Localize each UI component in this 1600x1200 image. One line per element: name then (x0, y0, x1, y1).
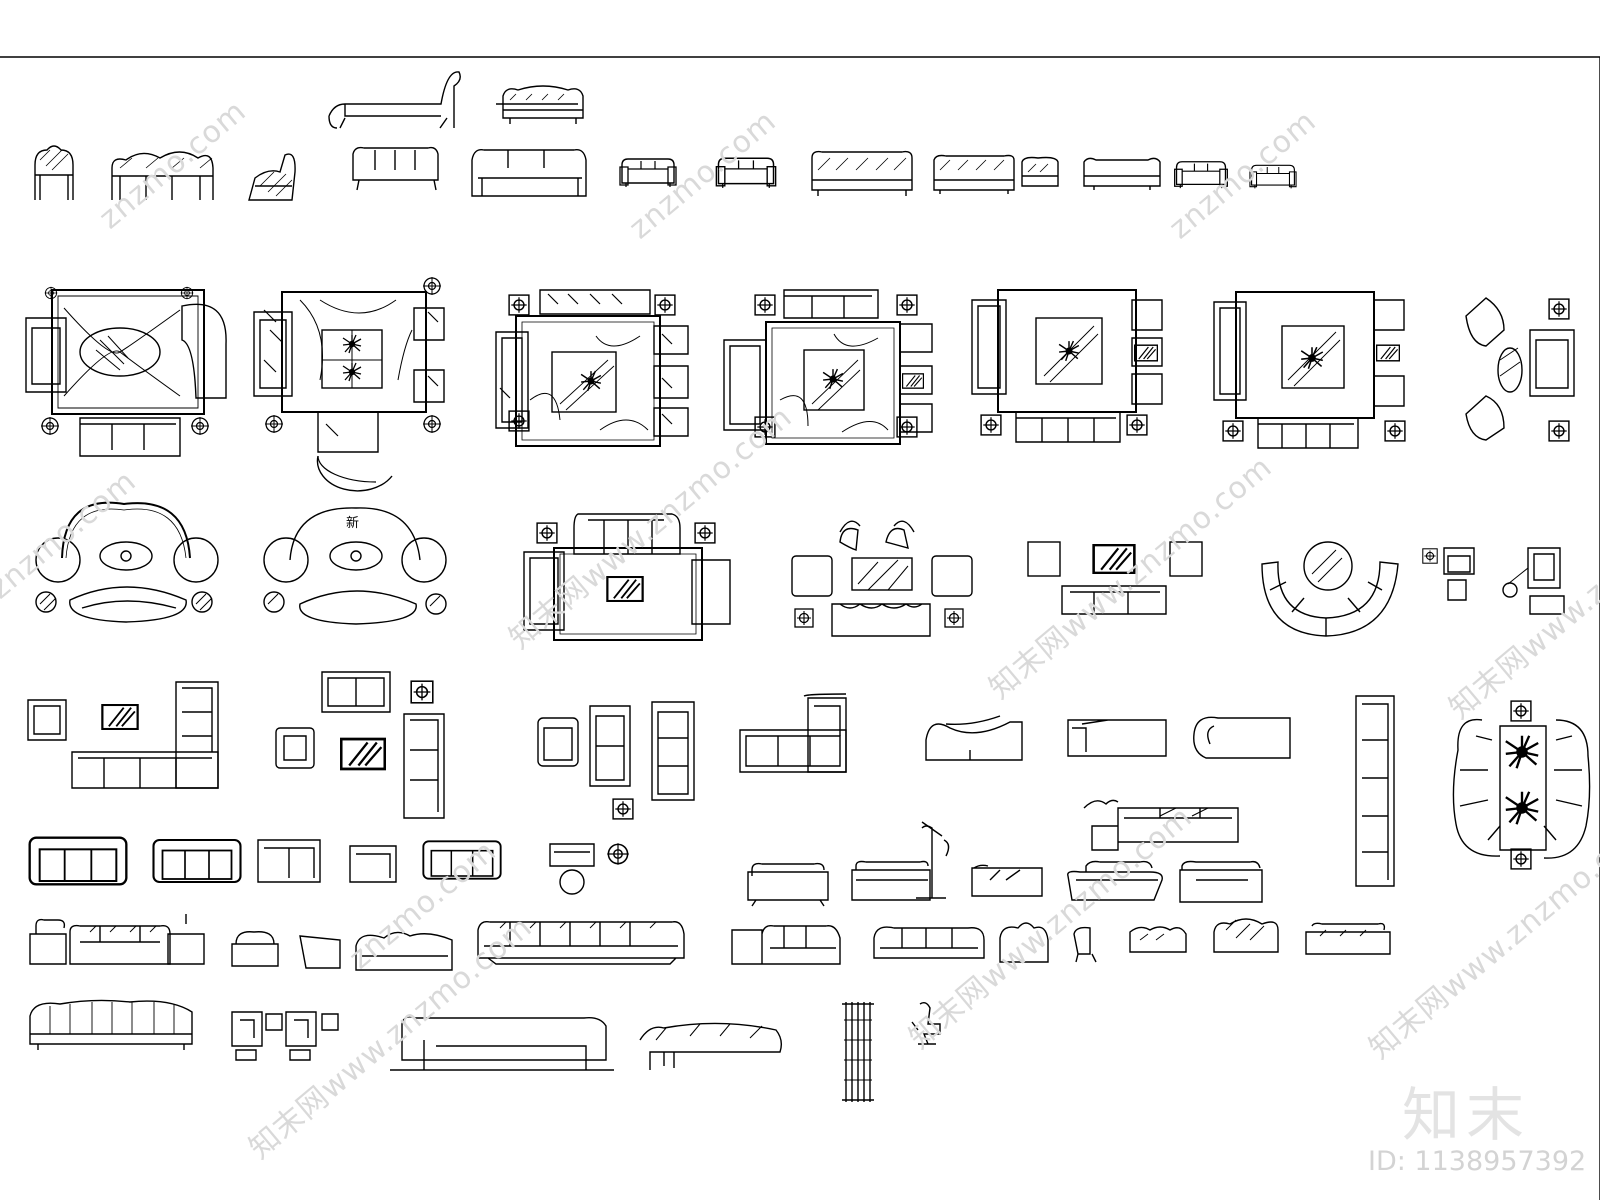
living-room-set-4 (723, 289, 933, 445)
watermark-text: 知末网www.znzmo.com (983, 449, 1279, 706)
sofa-set-8 (791, 520, 973, 637)
watermark-layer: znzmo.com znzmo.com znzmo.com znzmo.com … (0, 94, 1600, 1167)
drawing-frame-line (0, 56, 1600, 1200)
living-room-set-2 (253, 276, 445, 492)
watermark-text: znzmo.com (1163, 104, 1324, 247)
three-sofa-plans (537, 701, 695, 820)
front-sofa-row-c (29, 914, 1391, 971)
watermark-text: znzmo.com (93, 94, 254, 237)
asset-id-label: ID: 1138957392 (1368, 1146, 1587, 1177)
curved-sectional (1261, 541, 1399, 637)
brand-logo-watermark: 知末 (1402, 1081, 1531, 1149)
living-room-set-7 (1465, 297, 1575, 442)
circular-set-1 (35, 501, 219, 623)
row-1-hatch-patterns (39, 93, 1049, 197)
front-sofa-row-a (28, 836, 630, 895)
armchair-plan-pair (1422, 547, 1565, 615)
bottom-row-elevations (29, 999, 941, 1102)
front-sofa-row-b (747, 799, 1263, 907)
l-sofa-plan (739, 693, 847, 773)
label-xin: 新 (346, 515, 359, 531)
living-room-set-3 (495, 289, 689, 447)
long-bench-sofa (1355, 695, 1395, 887)
living-room-set-6 (1213, 291, 1406, 449)
watermark-text: znzmo.com (0, 464, 143, 607)
chaise-lounges (925, 715, 1291, 761)
row-1-classic-sofa-elevations (34, 71, 1297, 201)
watermark-text: 知末网www.znzmo.com (1363, 809, 1600, 1066)
oval-sectional-set (1452, 700, 1591, 870)
circular-set-2 (263, 507, 447, 625)
watermark-text: znzmo.com (623, 104, 784, 247)
living-room-set-5 (971, 289, 1163, 443)
row-c-hatch (89, 919, 1367, 941)
l-sectional-set (27, 681, 219, 789)
sofa-set-9 (1027, 541, 1203, 615)
living-room-set-1 (25, 286, 227, 457)
rug-sofa-set (523, 513, 731, 641)
sofa-chair-table-set (275, 671, 445, 819)
